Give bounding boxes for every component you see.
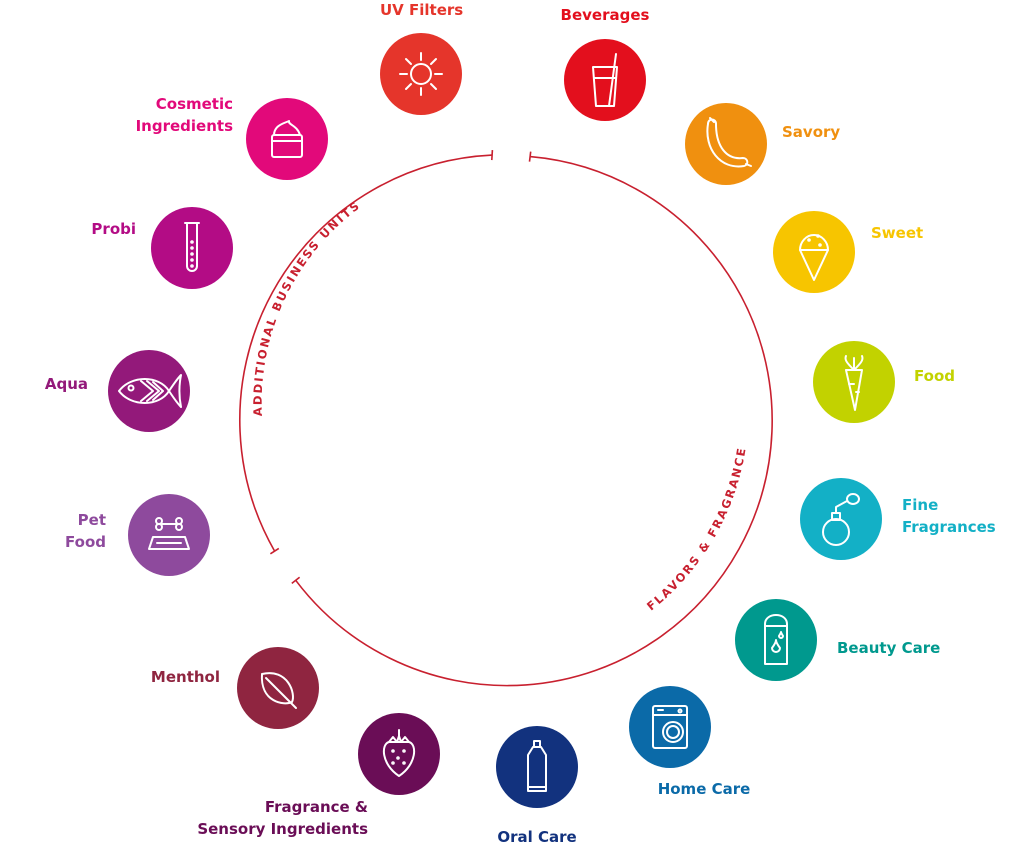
ring-arc-additional-business-units	[238, 154, 493, 552]
segment-uv-filters[interactable]	[380, 33, 462, 115]
segment-food[interactable]	[813, 341, 895, 423]
label-cosmetic-ingredients: Cosmetic Ingredients	[135, 95, 233, 135]
segment-savory[interactable]	[685, 103, 767, 185]
cream-jar-icon	[271, 120, 303, 158]
segment-circle	[564, 39, 646, 121]
arc-label-additional-business-units: ADDITIONAL BUSINESS UNITS	[251, 198, 364, 417]
lotion-bottle-icon	[764, 614, 788, 665]
carrot-icon	[844, 355, 864, 411]
segment-circle	[813, 341, 895, 423]
segment-menthol[interactable]	[237, 647, 319, 729]
label-oral-care: Oral Care	[497, 828, 577, 846]
leaf-icon	[260, 672, 297, 709]
label-fine-fragrances: Fine Fragrances	[902, 496, 996, 536]
sausage-icon	[706, 117, 752, 168]
segment-circle	[358, 713, 440, 795]
sun-icon	[399, 52, 443, 96]
segment-fine-fragrances[interactable]	[800, 478, 882, 560]
label-sweet: Sweet	[871, 224, 924, 242]
label-savory: Savory	[782, 123, 841, 141]
segment-pet-food[interactable]	[128, 494, 210, 576]
segment-circle	[496, 726, 578, 808]
perfume-bottle-icon	[822, 493, 860, 546]
segment-circle	[237, 647, 319, 729]
washing-machine-icon	[652, 705, 688, 749]
segment-beauty-care[interactable]	[735, 599, 817, 681]
ring-arc-flavors-fragrances	[295, 155, 773, 687]
toothpaste-tube-icon	[527, 740, 547, 792]
segment-fragrance-sensory-ingredients[interactable]	[358, 713, 440, 795]
segment-circle	[246, 98, 328, 180]
segment-circle	[685, 103, 767, 185]
ring-tick	[291, 576, 301, 585]
segment-circle	[773, 211, 855, 293]
label-fragrance-sensory-ingredients: Fragrance & Sensory Ingredients	[197, 798, 368, 838]
segment-probi[interactable]	[151, 207, 233, 289]
ring: ADDITIONAL BUSINESS UNITS FLAVORS & FRAG…	[0, 0, 773, 687]
segment-aqua[interactable]	[108, 350, 190, 432]
segment-circle	[151, 207, 233, 289]
label-aqua: Aqua	[44, 375, 88, 393]
pet-bowl-icon	[148, 517, 190, 550]
segment-circle	[380, 33, 462, 115]
strawberry-icon	[382, 729, 416, 777]
segment-beverages[interactable]	[564, 39, 646, 121]
test-tube-icon	[184, 222, 200, 272]
drink-glass-icon	[592, 53, 618, 107]
ring-tick	[528, 151, 532, 162]
ice-cream-icon	[799, 234, 829, 281]
label-pet-food: Pet Food	[65, 511, 106, 551]
segment-oral-care[interactable]	[496, 726, 578, 808]
segment-sweet[interactable]	[773, 211, 855, 293]
label-home-care: Home Care	[657, 780, 751, 798]
segment-cosmetic-ingredients[interactable]	[246, 98, 328, 180]
label-menthol: Menthol	[150, 668, 220, 686]
segment-circle	[108, 350, 190, 432]
segment-home-care[interactable]	[629, 686, 711, 768]
label-probi: Probi	[91, 220, 136, 238]
ring-tick	[491, 150, 494, 161]
label-beverages: Beverages	[560, 6, 650, 24]
ring-tick	[269, 547, 280, 555]
segment-circle	[128, 494, 210, 576]
label-beauty-care: Beauty Care	[837, 639, 941, 657]
fish-icon	[118, 374, 182, 408]
label-food: Food	[914, 367, 955, 385]
label-uv-filters: UV Filters	[380, 1, 464, 19]
